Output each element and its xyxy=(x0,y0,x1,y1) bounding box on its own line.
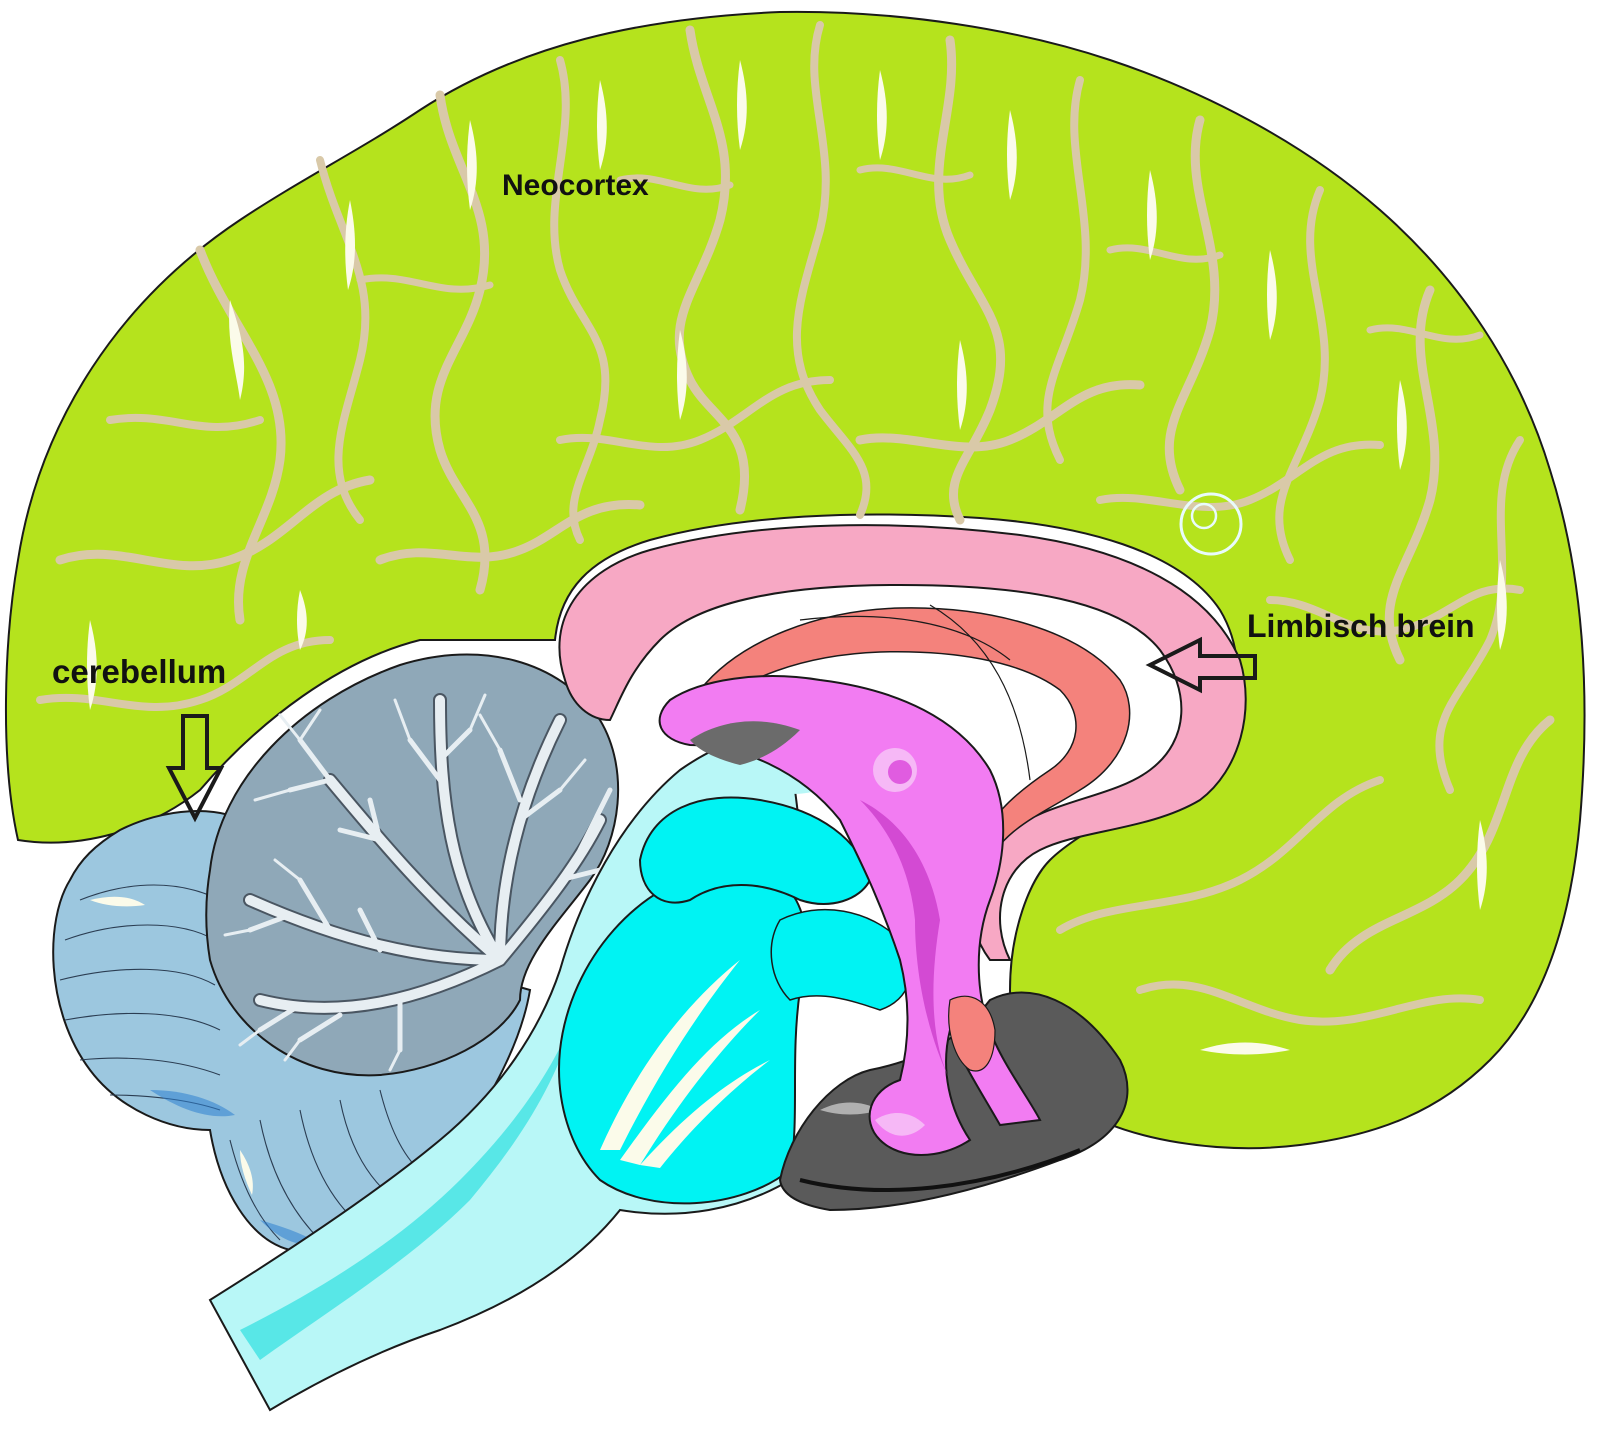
label-cerebellum: cerebellum xyxy=(52,653,226,690)
label-limbic: Limbisch brein xyxy=(1247,608,1475,644)
label-neocortex: Neocortex xyxy=(502,169,649,202)
